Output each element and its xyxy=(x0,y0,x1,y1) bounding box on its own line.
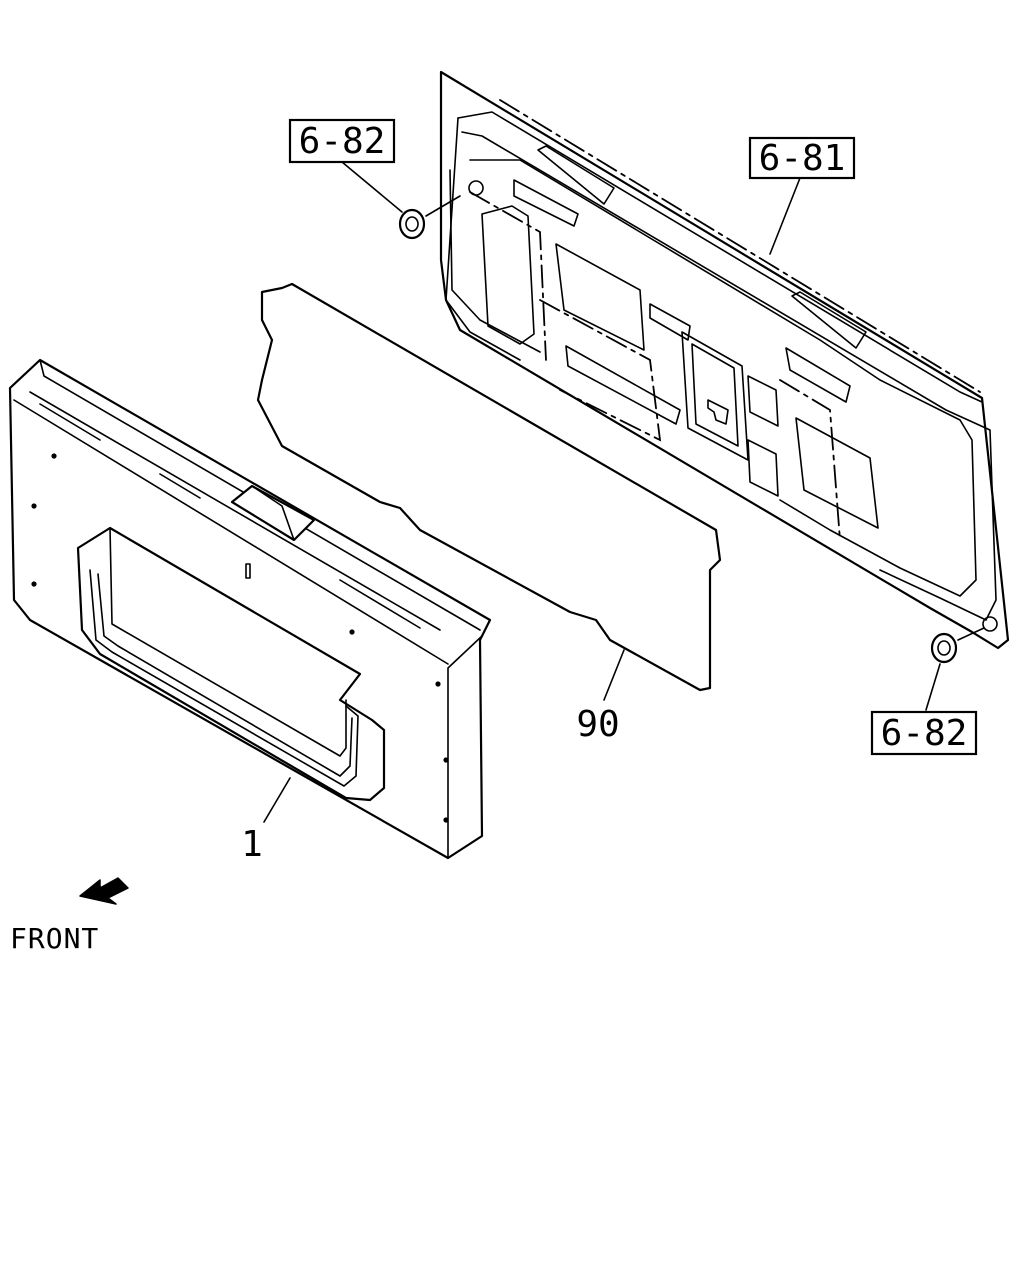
callout-grommet-top: 6-82 xyxy=(288,118,396,164)
callout-door-panel: 6-81 xyxy=(748,136,856,180)
callout-grommet-bottom: 6-82 xyxy=(870,710,978,756)
leader-lines xyxy=(263,161,941,823)
callout-trim-panel: 1 xyxy=(241,824,263,865)
grommet-bottom xyxy=(930,627,985,664)
svg-text:6-82: 6-82 xyxy=(881,713,968,754)
front-label: FRONT xyxy=(10,922,99,955)
svg-text:6-82: 6-82 xyxy=(299,121,386,162)
fastener-dots xyxy=(31,453,449,823)
callout-sealing-sheet: 90 xyxy=(576,704,619,745)
svg-text:6-81: 6-81 xyxy=(759,138,846,179)
sealing-sheet xyxy=(256,282,722,692)
trim-panel xyxy=(8,358,492,860)
front-arrow-icon xyxy=(79,877,129,905)
grommet-top xyxy=(398,195,461,240)
door-inner-panel xyxy=(439,70,1010,650)
